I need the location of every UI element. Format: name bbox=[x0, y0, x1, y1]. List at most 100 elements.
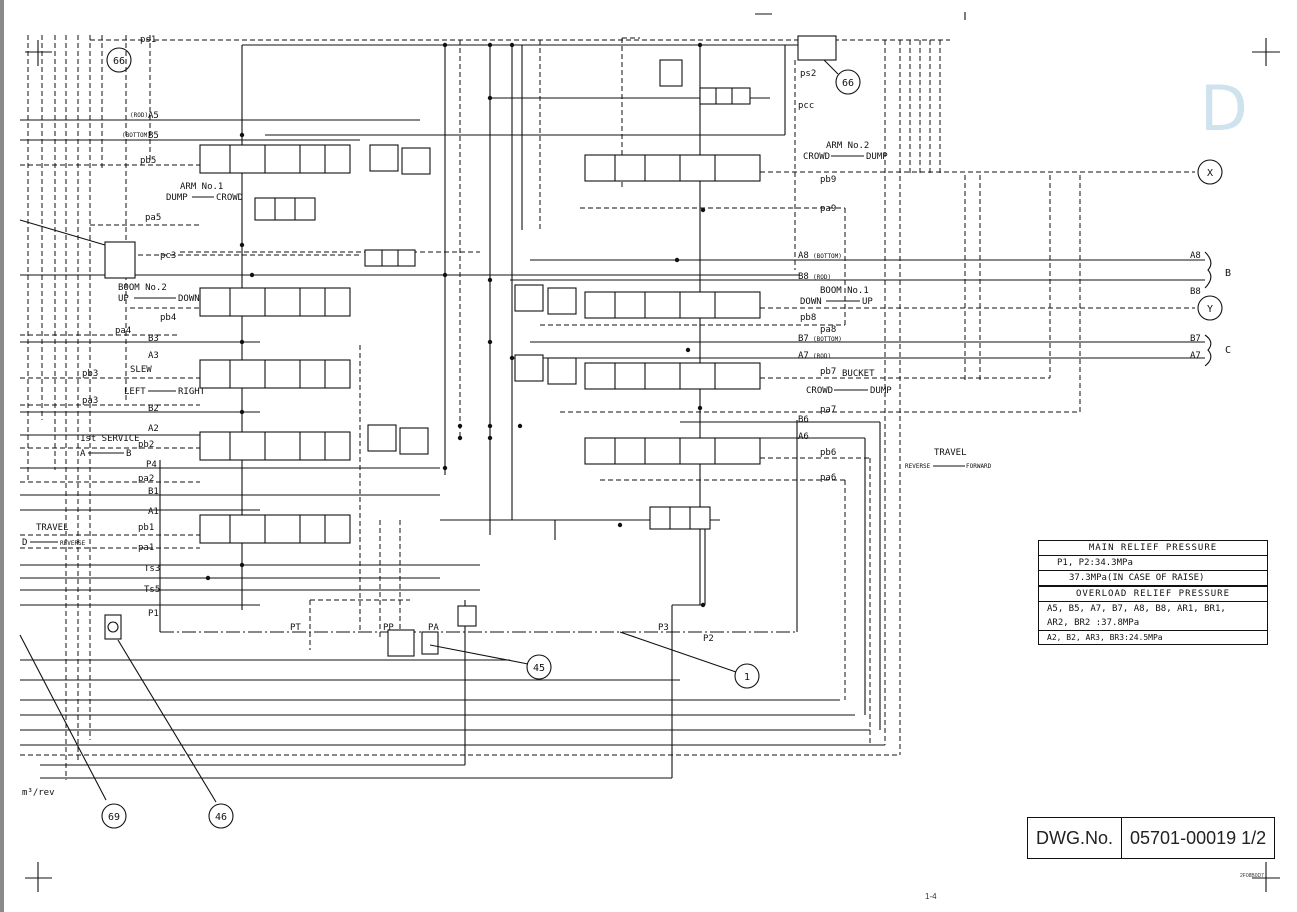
port-pb1: pb1 bbox=[138, 523, 154, 533]
junction-dots bbox=[205, 42, 706, 608]
port-pb2: pb2 bbox=[138, 440, 154, 450]
callout-x-text: X bbox=[1207, 168, 1213, 179]
callout-45 bbox=[526, 654, 552, 680]
port-a1: A1 bbox=[148, 507, 159, 517]
travel-left-dir: REVERSE bbox=[60, 540, 86, 547]
main-relief-line1: P1, P2:34.3MPa bbox=[1039, 556, 1267, 571]
service-title: 1st SERVICE bbox=[80, 434, 140, 444]
boom1-dir-right: UP bbox=[862, 297, 873, 307]
port-b5: B5 bbox=[148, 131, 159, 141]
port-a6: A6 bbox=[798, 432, 809, 442]
group-brackets bbox=[1204, 251, 1212, 367]
port-b7: B7 bbox=[798, 334, 809, 344]
callout-66-right-text: 66 bbox=[842, 78, 854, 89]
port-pb5: pb5 bbox=[140, 156, 156, 166]
port-pc3: pc3 bbox=[160, 251, 176, 261]
boom2-dir-left: UP bbox=[118, 294, 129, 304]
left-bank-lines bbox=[20, 119, 900, 779]
tag-a7: (ROD) bbox=[813, 353, 831, 360]
callout-x bbox=[1197, 159, 1223, 185]
port-p1: P1 bbox=[148, 609, 159, 619]
boom1-title: BOOM No.1 bbox=[820, 286, 869, 296]
tag-a5: (ROD) bbox=[130, 112, 148, 119]
travel-left-cut: D bbox=[22, 538, 27, 548]
overload-relief-line3: A2, B2, AR3, BR3:24.5MPa bbox=[1047, 633, 1163, 642]
left-pilot-lines bbox=[27, 35, 151, 780]
travel-left-title: TRAVEL bbox=[36, 523, 69, 533]
arm1-dir-right: CROWD bbox=[216, 193, 243, 203]
drawing-number-box: DWG.No. 05701-00019 1/2 bbox=[1027, 817, 1276, 859]
port-pa2: pa2 bbox=[138, 474, 154, 484]
group-c-label: C bbox=[1225, 345, 1231, 356]
callout-45-text: 45 bbox=[533, 663, 545, 674]
main-relief-line2: 37.3MPa(IN CASE OF RAISE) bbox=[1039, 571, 1267, 586]
port-pb7: pb7 bbox=[820, 367, 836, 377]
port-b1: B1 bbox=[148, 487, 159, 497]
callout-y-text: Y bbox=[1207, 304, 1213, 315]
port-pa8: pa8 bbox=[820, 325, 836, 335]
arm1-dir-left: DUMP bbox=[166, 193, 188, 203]
overload-relief-header: OVERLOAD RELIEF PRESSURE bbox=[1039, 586, 1267, 602]
sheet-letter: D bbox=[1200, 72, 1248, 145]
bucket-dir-left: CROWD bbox=[806, 386, 833, 396]
port-pa5: pa5 bbox=[145, 213, 161, 223]
right-port-b8: B8 bbox=[1190, 287, 1201, 297]
slew-dir-right: RIGHT bbox=[178, 387, 206, 397]
port-p4: P4 bbox=[146, 460, 157, 470]
callout-66-top bbox=[106, 47, 132, 73]
function-labels: ARM No.1 DUMP CROWD BOOM No.2 UP DOWN SL… bbox=[22, 141, 992, 548]
right-valve-spools bbox=[387, 35, 837, 657]
page-number: 1-4 bbox=[925, 892, 937, 901]
arm2-dir-right: DUMP bbox=[866, 152, 888, 162]
callout-66-right bbox=[835, 69, 861, 95]
port-pp: PP bbox=[383, 623, 394, 633]
boom2-title: BOOM No.2 bbox=[118, 283, 167, 293]
port-ts3: Ts3 bbox=[144, 564, 160, 574]
port-pb8: pb8 bbox=[800, 313, 816, 323]
travel-right-dir-right: FORWARD bbox=[966, 463, 992, 470]
port-pa4: pa4 bbox=[115, 326, 131, 336]
port-pb4: pb4 bbox=[160, 313, 176, 323]
slew-title: SLEW bbox=[130, 365, 152, 375]
port-ps1: ps1 bbox=[140, 35, 156, 45]
callouts: 66 66 45 1 69 46 X Y bbox=[101, 47, 1223, 829]
boom1-dir-left: DOWN bbox=[800, 297, 822, 307]
callout-46 bbox=[208, 803, 234, 829]
callout-66-top-text: 66 bbox=[113, 56, 125, 67]
port-a8: A8 bbox=[798, 251, 809, 261]
overload-relief-line1: A5, B5, A7, B7, A8, B8, AR1, BR1, bbox=[1047, 604, 1226, 614]
port-labels: ps1 ps2 pcc (ROD) A5 (BOTTOM) B5 pb5 pa5… bbox=[82, 35, 1231, 644]
port-pa9: pa9 bbox=[820, 204, 836, 214]
port-b6: B6 bbox=[798, 415, 809, 425]
right-port-a8: A8 bbox=[1190, 251, 1201, 261]
port-pt: PT bbox=[290, 623, 301, 633]
sheet-left-edge bbox=[0, 0, 4, 912]
callout-69 bbox=[101, 803, 127, 829]
port-ts5: Ts5 bbox=[144, 585, 160, 595]
tag-b8: (ROD) bbox=[813, 274, 831, 281]
bucket-dir-right: DUMP bbox=[870, 386, 892, 396]
travel-right-dir-left: REVERSE bbox=[905, 463, 931, 470]
service-dir-right: B bbox=[126, 449, 131, 459]
boom2-dir-right: DOWN bbox=[178, 294, 200, 304]
port-pa: PA bbox=[428, 623, 439, 633]
tag-b5: (BOTTOM) bbox=[122, 132, 151, 139]
arm2-title: ARM No.2 bbox=[826, 141, 869, 151]
port-b8: B8 bbox=[798, 272, 809, 282]
port-pa1: pa1 bbox=[138, 543, 154, 553]
port-b3: B3 bbox=[148, 334, 159, 344]
callout-69-text: 69 bbox=[108, 812, 120, 823]
tag-b7: (BOTTOM) bbox=[813, 336, 842, 343]
port-pb6: pb6 bbox=[820, 448, 836, 458]
port-a3: A3 bbox=[148, 351, 159, 361]
right-port-b7: B7 bbox=[1190, 334, 1201, 344]
slew-dir-left: LEFT bbox=[124, 387, 146, 397]
port-pb9: pb9 bbox=[820, 175, 836, 185]
callout-1 bbox=[734, 663, 760, 689]
port-pb3: pb3 bbox=[82, 369, 98, 379]
drawing-number-value: 05701-00019 1/2 bbox=[1130, 827, 1267, 848]
crop-marks bbox=[25, 38, 1280, 892]
port-p3: P3 bbox=[658, 623, 669, 633]
travel-right-title: TRAVEL bbox=[934, 448, 967, 458]
